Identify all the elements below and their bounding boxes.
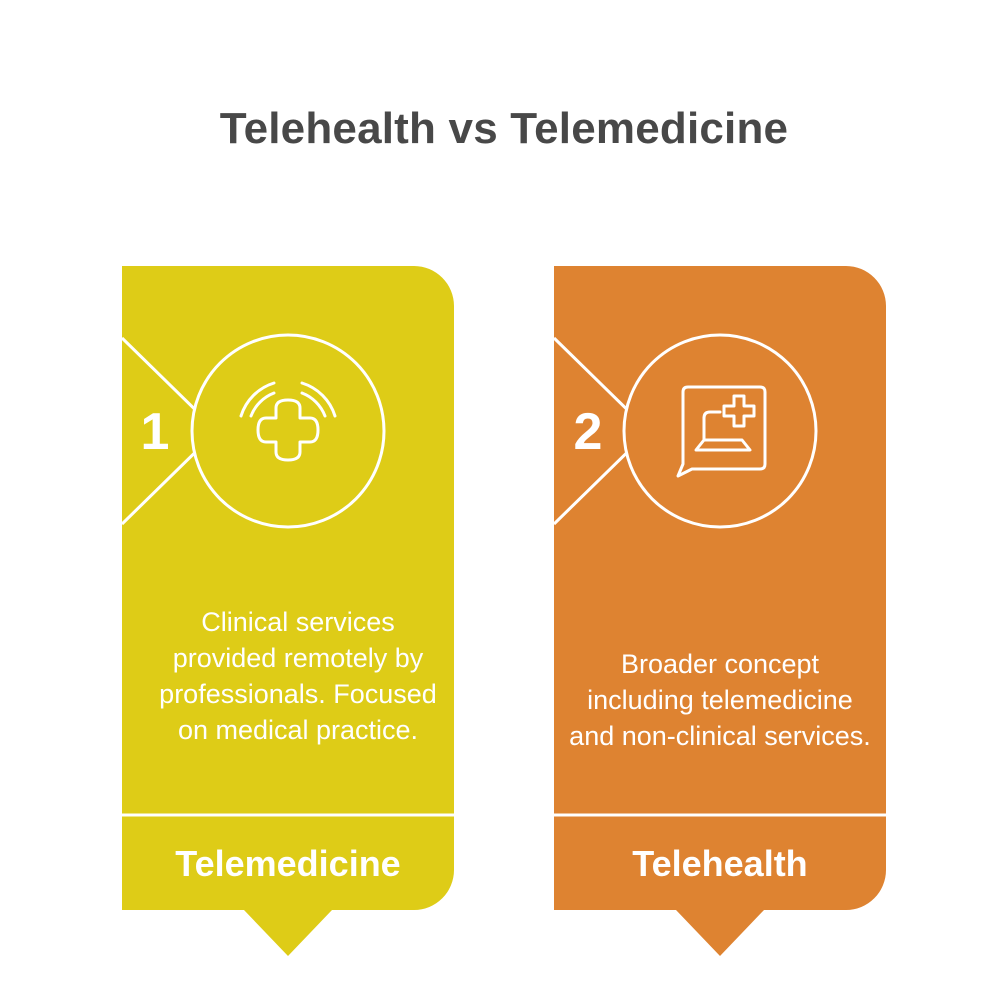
card-description: Clinical services provided remotely by p…: [159, 607, 437, 745]
step-number-1: 1: [140, 403, 170, 461]
medical-cross-signal-icon: [239, 381, 337, 462]
card-telemedicine: [122, 266, 454, 958]
page-title: Telehealth vs Telemedicine: [219, 104, 789, 153]
step-number-2: 2: [573, 403, 603, 461]
card-telehealth: [554, 266, 886, 958]
card-label: Telehealth: [632, 843, 808, 884]
card-description: Broader concept including telemedicine a…: [569, 649, 871, 751]
card-label: Telemedicine: [175, 843, 401, 884]
card-background: [122, 266, 454, 956]
telehealth-chat-icon: [676, 385, 767, 478]
card-background: [554, 266, 886, 956]
